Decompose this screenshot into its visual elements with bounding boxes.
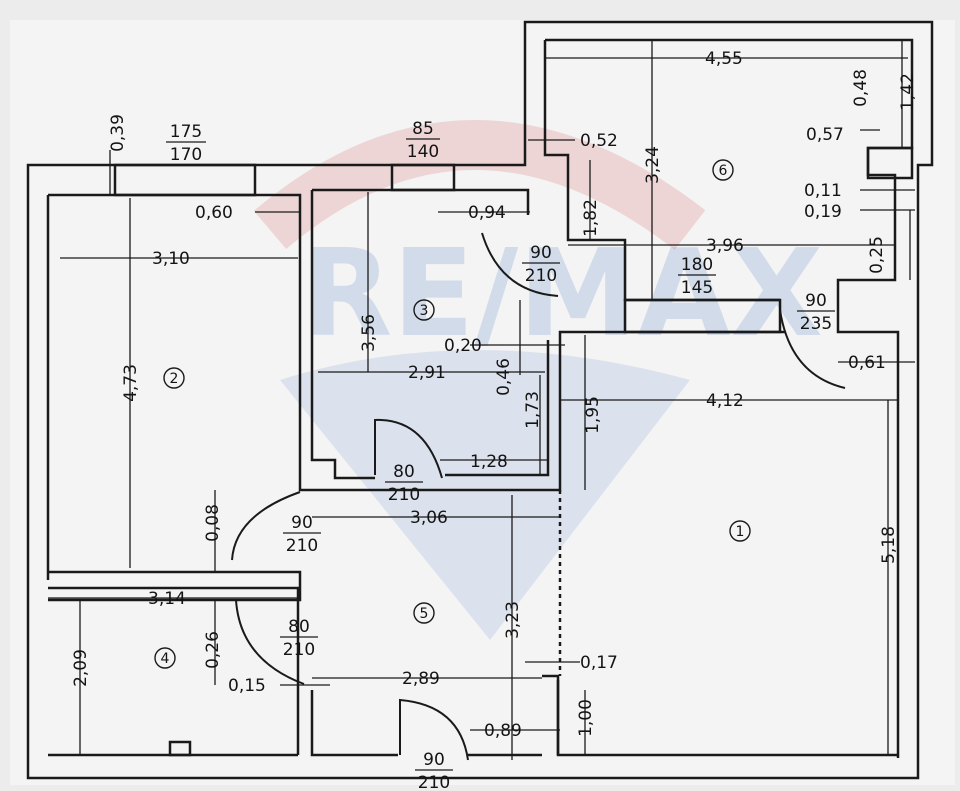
inner-wall-bathroom3-right [445, 340, 550, 477]
door-swing-d6 [399, 698, 469, 761]
dim-0-11: 0,11 [804, 181, 842, 201]
opening-labels: 175 170 85 140 90 210 180 145 90 235 80 … [166, 119, 835, 791]
door-swing-d1 [481, 232, 559, 297]
window-sill-w1 [113, 163, 257, 197]
w1-bottom: 170 [170, 145, 202, 165]
door-swings [231, 232, 846, 761]
dimension-lines [48, 40, 915, 760]
dim-2-89: 2,89 [402, 669, 440, 689]
inner-wall-bathroom3-left [310, 190, 375, 480]
dim-0-52: 0,52 [580, 131, 618, 151]
dim-0-20: 0,20 [444, 336, 482, 356]
d3-top: 80 [393, 462, 415, 482]
inner-wall-room4 [48, 586, 300, 755]
inner-wall-bathroom3-top [312, 188, 530, 215]
door-swing-d4 [231, 491, 301, 561]
d5-bottom: 210 [283, 640, 315, 660]
dim-0-19: 0,19 [804, 202, 842, 222]
dim-1-42: 1,42 [898, 73, 918, 111]
room-4-label: 4 [161, 651, 170, 667]
dim-5-18: 5,18 [879, 526, 899, 564]
outer-wall [26, 20, 934, 780]
dim-0-39: 0,39 [108, 114, 128, 152]
d1-top: 90 [530, 243, 552, 263]
room-6-marker [712, 159, 734, 181]
wall-room1-bottom-left [542, 674, 560, 755]
dim-0-26: 0,26 [203, 631, 223, 669]
dim-4-12: 4,12 [706, 391, 744, 411]
dim-0-60: 0,60 [195, 203, 233, 223]
room-1-label: 1 [736, 524, 745, 540]
dim-3-24: 3,24 [643, 146, 663, 184]
dim-0-48: 0,48 [851, 69, 871, 107]
door-swing-d5 [235, 599, 305, 685]
niche-bottom [168, 740, 192, 757]
dim-0-89: 0,89 [484, 721, 522, 741]
room-1-marker [729, 520, 751, 542]
w3-bottom: 145 [681, 278, 713, 298]
dim-3-14: 3,14 [148, 589, 186, 609]
paper-inner [10, 20, 955, 785]
dim-0-08: 0,08 [203, 504, 223, 542]
walls [26, 20, 934, 780]
room-2-marker [163, 367, 185, 389]
room-3-label: 3 [420, 303, 429, 319]
dimension-texts: 0,39 0,60 3,10 4,73 0,94 0,52 1,82 3,24 … [71, 49, 918, 741]
dim-1-82: 1,82 [581, 199, 601, 237]
dim-0-17: 0,17 [580, 653, 618, 673]
dim-1-00: 1,00 [576, 699, 596, 737]
d5-top: 80 [288, 617, 310, 637]
w3-top: 180 [681, 255, 713, 275]
room-markers [154, 159, 751, 669]
dim-4-73: 4,73 [121, 364, 141, 402]
dim-3-10: 3,10 [152, 249, 190, 269]
room-5-marker [413, 602, 435, 624]
w1-top: 175 [170, 122, 202, 142]
dim-1-28: 1,28 [470, 452, 508, 472]
dim-4-55: 4,55 [705, 49, 743, 69]
d1-bottom: 210 [525, 266, 557, 286]
d3-bottom: 210 [388, 485, 420, 505]
dim-0-94: 0,94 [468, 203, 506, 223]
window-sill-w2 [390, 163, 456, 192]
d4-bottom: 210 [286, 536, 318, 556]
dim-2-09: 2,09 [71, 649, 91, 687]
dim-1-73: 1,73 [523, 391, 543, 429]
d2-bottom: 235 [800, 314, 832, 334]
dim-0-25: 0,25 [867, 236, 887, 274]
inner-wall-room6-top [545, 38, 914, 758]
w2-bottom: 140 [407, 142, 439, 162]
d4-top: 90 [291, 513, 313, 533]
d6-bottom: 210 [418, 773, 450, 791]
door-swing-d2 [779, 309, 846, 389]
d6-top: 90 [423, 750, 445, 770]
room-5-label: 5 [420, 606, 429, 622]
watermark-balloon-blue [280, 350, 690, 640]
d2-top: 90 [805, 291, 827, 311]
door-swing-d3 [374, 418, 443, 479]
watermark-text: RE/MAX [300, 225, 823, 364]
shaft-box [866, 146, 914, 180]
dim-3-23: 3,23 [503, 601, 523, 639]
window-sill-w3 [623, 298, 782, 334]
room-6-label: 6 [719, 163, 728, 179]
dim-3-06: 3,06 [410, 508, 448, 528]
w2-top: 85 [412, 119, 434, 139]
dim-3-96: 3,96 [706, 236, 744, 256]
dim-2-91: 2,91 [408, 363, 446, 383]
dim-0-61: 0,61 [848, 353, 886, 373]
dim-0-46: 0,46 [494, 358, 514, 396]
room-3-marker [413, 299, 435, 321]
dim-3-56: 3,56 [359, 314, 379, 352]
room-2-label: 2 [170, 371, 179, 387]
dim-0-15: 0,15 [228, 676, 266, 696]
dim-0-57: 0,57 [806, 125, 844, 145]
room-4-marker [154, 647, 176, 669]
dim-1-95: 1,95 [583, 396, 603, 434]
wall-strip-bath4 [48, 570, 302, 602]
